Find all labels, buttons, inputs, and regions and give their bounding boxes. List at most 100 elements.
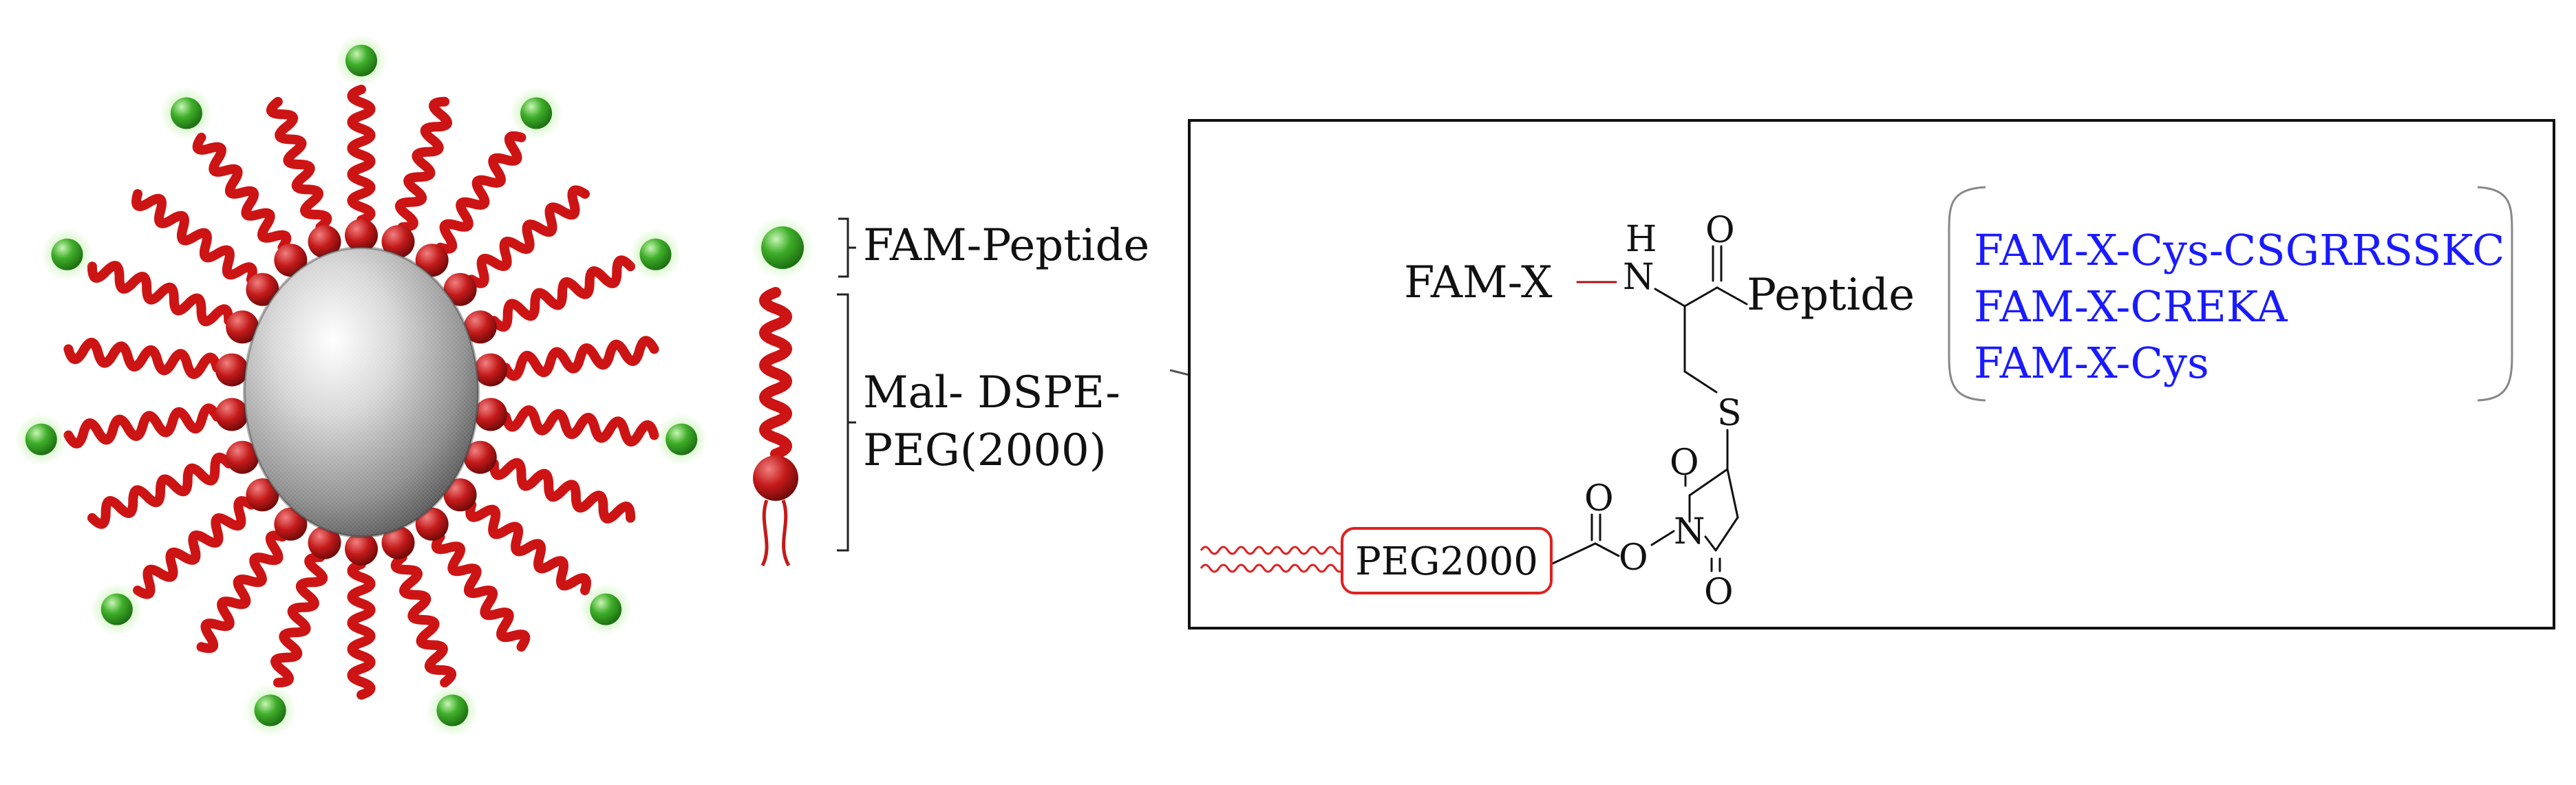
ring-c3-c2 — [1688, 468, 1729, 497]
peptide-variants-list: FAM-X-Cys-CSGRRSSKC FAM-X-CREKA FAM-X-Cys — [1974, 225, 2505, 388]
peg-helix — [131, 189, 257, 285]
lipid-bead — [226, 310, 259, 344]
peg-helix — [87, 261, 234, 327]
fam-peptide-dot — [639, 238, 672, 270]
peptide-variant-item: FAM-X-Cys-CSGRRSSKC — [1974, 225, 2505, 275]
peg-helix — [500, 336, 659, 381]
peg-helix — [192, 132, 292, 252]
lipid-bead — [274, 244, 308, 277]
lipid-bead — [215, 353, 248, 387]
chemical-structure-panel: FAM-X H N O Peptide S O N O O O PEG2000 … — [1188, 119, 2555, 630]
connector-line — [1169, 369, 1190, 376]
lipid-bead — [415, 244, 449, 277]
lipid-bead — [381, 225, 415, 259]
lipid-bead — [345, 219, 378, 252]
mal-dspe-label-line1: Mal- DSPE- — [863, 367, 1120, 418]
lipid-bead — [463, 440, 497, 474]
fam-x-label: FAM-X — [1404, 257, 1553, 308]
peg-helix — [270, 552, 328, 688]
legend-lipid-tail-1 — [760, 499, 769, 567]
peg-helix — [266, 96, 332, 233]
fam-peptide-dot — [100, 593, 133, 625]
lipid-bead — [246, 272, 279, 306]
bond-nh-calpha — [1654, 288, 1686, 308]
ring-c3-c4 — [1726, 468, 1739, 519]
lipid-bead — [381, 526, 415, 559]
nanoparticle-core-texture — [244, 248, 478, 537]
fam-peptide-dot — [254, 694, 286, 727]
carbonyl-o-label: O — [1705, 210, 1735, 251]
fam-peptide-dot — [25, 423, 57, 455]
imide-n-label: N — [1674, 511, 1705, 552]
structure-bonds — [1550, 245, 1748, 572]
legend: FAM-Peptide Mal- DSPE- PEG(2000) — [751, 216, 1190, 567]
fam-peptide-dot — [436, 694, 469, 727]
ring-c4-c5 — [1714, 516, 1739, 552]
peg-helix — [63, 403, 222, 449]
peg-helix — [467, 185, 590, 288]
imide-o-top-label: O — [1670, 442, 1699, 484]
lipid-bead — [246, 478, 279, 512]
lipid-bead — [474, 353, 508, 387]
lipid-bead — [308, 225, 341, 259]
lipid-bead — [226, 440, 259, 474]
peptide-variant-item: FAM-X-Cys — [1974, 338, 2209, 388]
ester-o-link-label: O — [1619, 537, 1648, 579]
peg2000-box — [1341, 527, 1553, 594]
legend-lipid-bead — [753, 455, 798, 501]
variants-bracket-right — [2477, 186, 2513, 402]
lipid-bead — [463, 310, 497, 344]
peg-helix — [435, 131, 526, 254]
peg-helix-corona — [14, 34, 708, 737]
peg-helix — [87, 452, 234, 529]
peg-helix — [347, 559, 376, 700]
fam-peptide-dot — [170, 97, 202, 129]
lipid-bead — [308, 526, 341, 559]
bond-ester-c-peg — [1550, 542, 1597, 566]
lipid-bead — [345, 533, 378, 566]
lipid-bead — [274, 507, 308, 541]
mal-dspe-label-line2: PEG(2000) — [863, 425, 1107, 476]
fam-peptide-dot — [51, 238, 83, 270]
peg-helix — [63, 338, 222, 379]
peptide-variant-item: FAM-X-CREKA — [1974, 281, 2288, 332]
peg-wave-top — [1200, 546, 1345, 555]
peg-helix — [431, 532, 531, 652]
nanoparticle — [14, 34, 708, 737]
lipid-bead — [474, 398, 508, 431]
nh-n-label: N — [1623, 257, 1654, 298]
bond-calpha-carbonyl — [1683, 286, 1718, 308]
peg-helix — [465, 499, 591, 596]
fam-peptide-dot — [520, 97, 553, 129]
peg-helix — [196, 530, 288, 654]
fam-peptide-dot — [590, 593, 622, 625]
peg-helix — [489, 255, 636, 332]
peg-helix — [395, 96, 452, 233]
fam-peptide-dot — [761, 226, 804, 269]
lipid-bead — [415, 507, 449, 541]
imide-o-bottom-label: O — [1704, 572, 1734, 613]
bond-o-ester-c — [1594, 542, 1620, 557]
sulfur-label: S — [1717, 393, 1742, 434]
bond-n-o — [1650, 530, 1675, 546]
lipid-bead — [443, 478, 477, 512]
peg-helix — [500, 405, 659, 447]
fam-peptide-dot — [666, 423, 698, 455]
peg-wave-bottom — [1200, 563, 1345, 573]
bond-ch2-s — [1683, 370, 1718, 394]
peptide-label: Peptide — [1747, 270, 1915, 321]
peg2000-label: PEG2000 — [1355, 539, 1538, 584]
mal-dspe-bracket — [837, 293, 856, 552]
peg-helix — [133, 496, 256, 599]
variants-bracket-left — [1948, 186, 1986, 402]
bond-carbonyl-peptide — [1716, 286, 1748, 305]
lipid-bead — [443, 272, 477, 306]
peg-helix — [489, 458, 636, 524]
lipid-bead — [215, 398, 248, 431]
legend-lipid-tail-2 — [781, 499, 791, 567]
fam-peptide-bracket — [838, 217, 856, 278]
nanoparticle-core-shadow — [243, 246, 480, 538]
ring-c5-n — [1704, 535, 1717, 552]
ester-o-carbonyl-label: O — [1584, 478, 1614, 519]
